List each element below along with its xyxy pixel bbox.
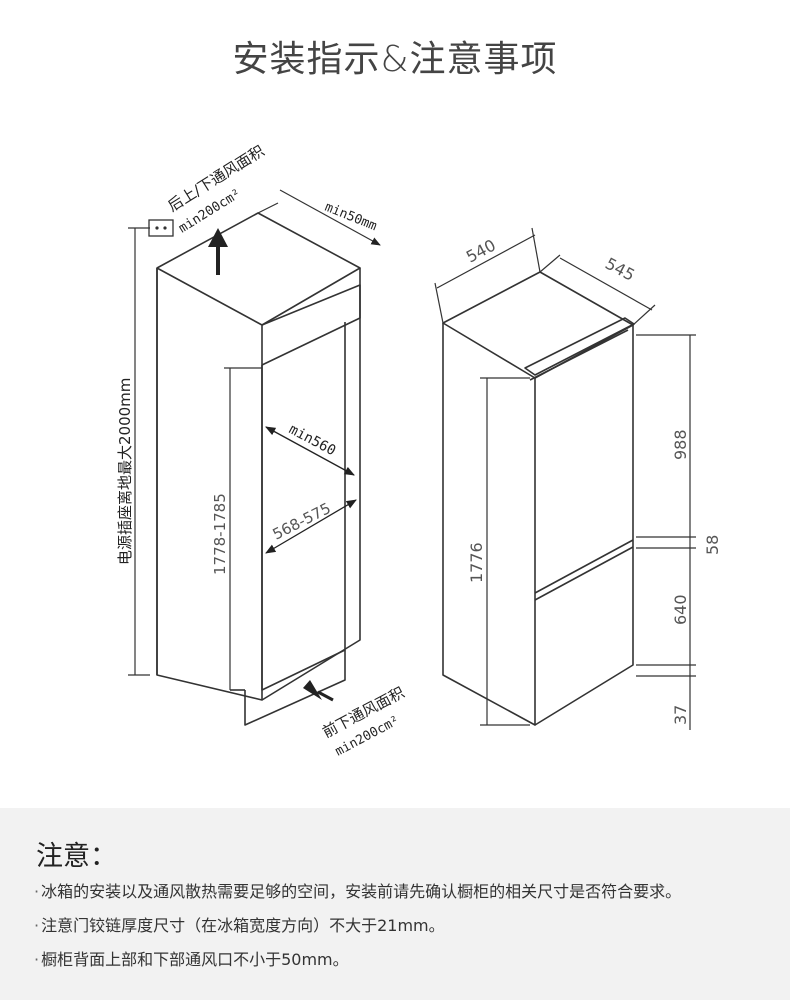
inner-depth-label: min560 xyxy=(286,421,338,459)
fridge-front xyxy=(534,325,634,726)
fridge-hinge-rail xyxy=(524,317,635,376)
inner-height-label: 1778-1785 xyxy=(211,493,229,575)
outlet-height-dimension xyxy=(128,227,150,676)
list-item: ·橱柜背面上部和下部通风口不小于50mm。 xyxy=(34,950,349,969)
installation-diagram: 电源插座离地最大2000mm 后上/下通风面积 min200cm² min50m… xyxy=(116,142,722,760)
fridge-drawing xyxy=(442,271,635,726)
fridge-width-dimension xyxy=(434,227,541,324)
fridge-depth-dimension xyxy=(539,254,656,326)
fridge-door-split xyxy=(534,539,634,594)
lower-door-label: 640 xyxy=(671,594,690,625)
cabinet-outline xyxy=(156,267,263,701)
gap-label: 58 xyxy=(703,535,722,555)
inner-depth-arrow xyxy=(265,426,355,476)
upper-door-label: 988 xyxy=(671,429,690,460)
list-item: ·冰箱的安装以及通风散热需要足够的空间，安装前请先确认橱柜的相关尺寸是否符合要求… xyxy=(34,882,682,901)
outlet-height-label: 电源插座离地最大2000mm xyxy=(116,378,134,565)
bottom-label: 37 xyxy=(671,705,690,725)
top-vent-arrow-icon xyxy=(208,228,228,275)
notes-list: ·冰箱的安装以及通风散热需要足够的空间，安装前请先确认橱柜的相关尺寸是否符合要求… xyxy=(34,878,681,980)
right-dimensions xyxy=(636,334,696,730)
back-gap-dimension xyxy=(257,189,381,246)
cabinet-top xyxy=(156,212,361,326)
fridge-height-label: 1776 xyxy=(467,542,486,583)
front-vent-arrow-icon xyxy=(303,680,334,702)
inner-width-label: 568-575 xyxy=(270,499,334,543)
cabinet-drawing xyxy=(156,212,361,726)
fridge-side xyxy=(442,323,536,726)
fridge-depth-label: 545 xyxy=(602,254,638,285)
fridge-height-dimension xyxy=(480,377,530,726)
notes-heading: 注意： xyxy=(36,841,117,872)
inner-width-arrow xyxy=(265,499,357,554)
list-item: ·注意门铰链厚度尺寸（在冰箱宽度方向）不大于21mm。 xyxy=(34,916,445,935)
power-outlet-icon xyxy=(148,219,174,237)
inner-height-dimension xyxy=(224,367,262,690)
page-title: 安装指示&注意事项 xyxy=(232,39,558,80)
fridge-width-label: 540 xyxy=(463,235,499,266)
notes-panel: 注意： ·冰箱的安装以及通风散热需要足够的空间，安装前请先确认橱柜的相关尺寸是否… xyxy=(0,808,790,1000)
cabinet-front-frame xyxy=(261,268,361,701)
cabinet-opening xyxy=(261,322,346,691)
cabinet-plinth xyxy=(244,650,346,726)
